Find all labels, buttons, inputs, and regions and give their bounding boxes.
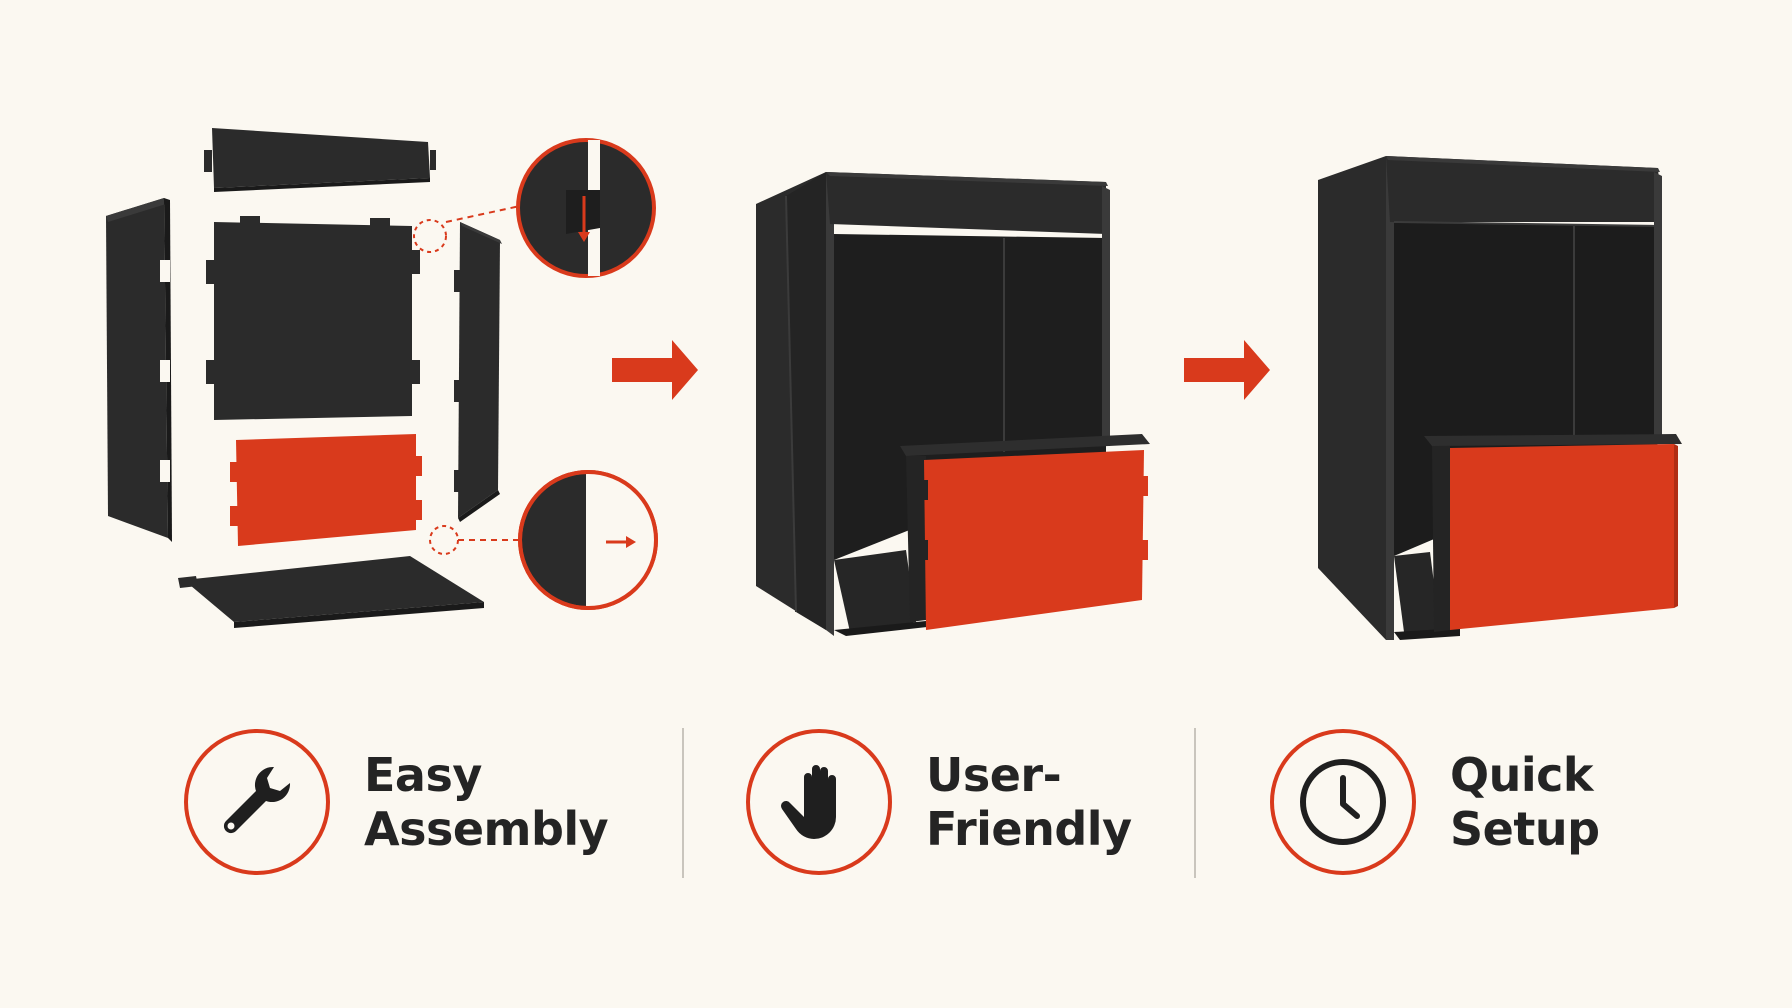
user-friendly-label: User- Friendly [926,748,1132,856]
user-friendly-badge [746,729,892,875]
left-side-panel-part [106,198,172,542]
step-exploded-parts [106,128,658,628]
feature-quick-setup: Quick Setup [1270,724,1600,880]
top-panel-part [204,128,436,192]
feature-user-friendly: User- Friendly [746,724,1132,880]
back-panel-part [206,216,420,420]
clock-icon [1300,759,1386,845]
feature-divider-1 [682,728,684,878]
quick-setup-label: Quick Setup [1450,748,1600,856]
joint-detail-top [516,138,656,278]
quick-setup-line2: Setup [1450,802,1600,856]
quick-setup-badge [1270,729,1416,875]
easy-assembly-label: Easy Assembly [364,748,609,856]
user-friendly-line2: Friendly [926,802,1132,856]
feature-divider-2 [1194,728,1196,878]
base-panel-part [178,556,484,628]
hand-icon [781,765,836,839]
quick-setup-line1: Quick [1450,748,1593,802]
step-arrow-1 [612,340,698,400]
joint-detail-bottom [518,470,658,610]
right-side-panel-part [454,222,502,522]
step-assembled-booth [1318,156,1682,640]
easy-assembly-badge [184,729,330,875]
user-friendly-line1: User- [926,748,1062,802]
wrench-icon [223,766,291,834]
detail-callout-lines [413,205,524,555]
easy-assembly-line1: Easy [364,748,482,802]
counter-front-panel-part [230,434,422,546]
easy-assembly-line2: Assembly [364,802,609,856]
step-arrow-2 [1184,340,1270,400]
step-partial-assembly [756,172,1150,636]
feature-easy-assembly: Easy Assembly [184,724,609,880]
